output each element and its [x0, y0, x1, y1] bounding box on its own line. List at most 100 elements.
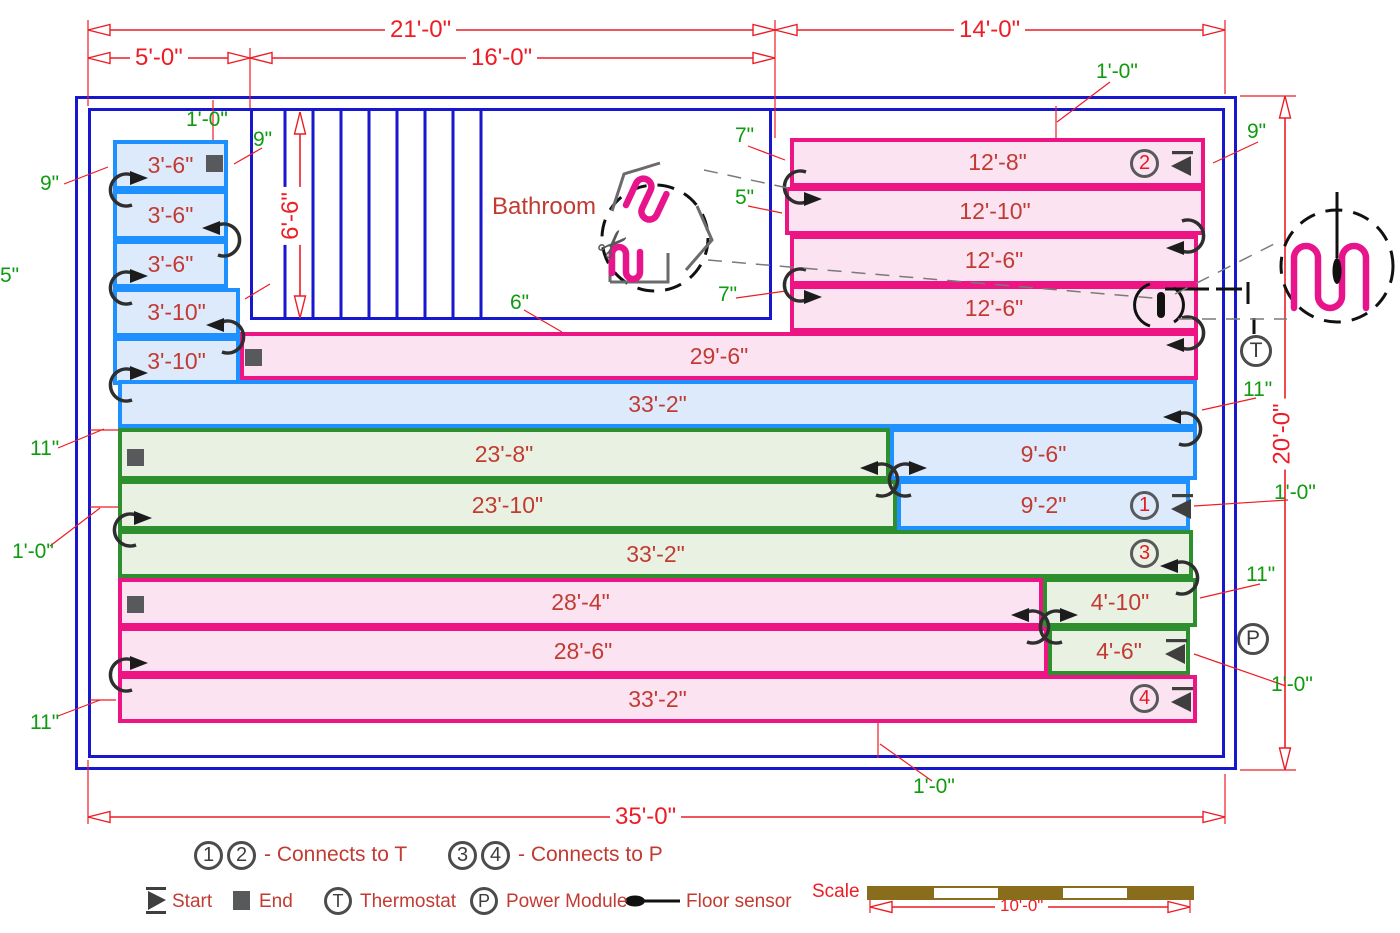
legend-thermostat-label: Thermostat [360, 891, 457, 912]
mat-length: 23'-10" [471, 491, 544, 518]
dim-21ft: 21'-0" [385, 16, 457, 44]
heating-mat: 4'-6" [1048, 627, 1190, 675]
legend-badge-3: 3 [448, 841, 477, 870]
circuit-number: 2 [1138, 152, 1151, 174]
dim-35ft: 35'-0" [610, 803, 682, 831]
mat-length: 9'-6" [1020, 440, 1067, 467]
legend-floor-sensor-label: Floor sensor [686, 891, 792, 912]
heating-mat: 12'-10" [785, 187, 1205, 235]
offset-label: 9" [40, 172, 60, 195]
heating-mat: 12'-6" [790, 285, 1198, 332]
circuit-number: 3 [1138, 542, 1151, 564]
offset-label: 9" [253, 128, 273, 151]
offset-label: 11" [1246, 563, 1276, 586]
mat-length: 9'-2" [1020, 491, 1067, 518]
legend-floor-sensor-icon [625, 895, 680, 907]
dim-20ft: 20'-0" [1268, 398, 1297, 470]
bathroom-label: Bathroom [492, 193, 597, 220]
legend-p-letter: P [477, 890, 490, 911]
offset-label: 1'-0" [913, 775, 955, 798]
heating-mat: 3'-6" [113, 140, 228, 190]
legend-badge-4: 4 [481, 841, 510, 870]
circuit-number: 4 [1138, 687, 1151, 709]
circuit-badge: 4 [1130, 684, 1159, 713]
scale-segment [1062, 888, 1128, 898]
offset-label: 1'-0" [1274, 481, 1316, 504]
dim-scale-10ft: 10'-0" [995, 896, 1049, 916]
heating-mat: 23'-8" [118, 428, 890, 480]
mat-length: 28'-4" [551, 589, 610, 615]
legend-start-label: Start [172, 891, 213, 912]
heating-mat: 3'-10" [113, 288, 240, 337]
offset-label: 1'-0" [12, 540, 54, 563]
mat-length: 12'-10" [959, 197, 1031, 224]
heating-mat: 9'-6" [890, 428, 1197, 480]
circuit-badge: 1 [1130, 491, 1159, 520]
offset-label: 11" [30, 711, 60, 734]
scale-segment [1127, 888, 1192, 898]
offset-label: 11" [1243, 378, 1273, 401]
circuit-badge: 2 [1130, 149, 1159, 178]
offset-label: 6" [510, 291, 530, 314]
offset-label: 7" [735, 124, 755, 147]
mat-length: 12'-6" [964, 246, 1024, 273]
mat-length: 29'-6" [689, 342, 749, 369]
sensor-detail-icon [1279, 192, 1395, 324]
heating-mat: 3'-6" [113, 190, 228, 240]
heating-mat: 28'-6" [118, 627, 1048, 675]
mat-length: 33'-2" [626, 540, 685, 567]
legend-connects-t: - Connects to T [264, 843, 408, 866]
legend-t-letter: T [332, 890, 344, 911]
scale-label: Scale [812, 881, 860, 902]
mat-length: 4'-6" [1096, 637, 1142, 664]
legend-badge-1: 1 [194, 841, 223, 870]
heating-mat: 28'-4" [118, 578, 1043, 627]
power-letter: P [1245, 627, 1260, 650]
power-module-symbol: P [1237, 623, 1269, 655]
circuit-badge: 3 [1130, 539, 1159, 568]
mat-length: 3'-10" [147, 299, 206, 325]
scale-segment [933, 888, 999, 898]
scale-segment [869, 888, 934, 898]
offset-label: 1'-0" [186, 108, 228, 131]
mat-length: 33'-2" [628, 390, 687, 417]
heating-mat: 4'-10" [1043, 578, 1197, 627]
thermostat-letter: T [1249, 339, 1263, 362]
legend-thermostat-icon: T [324, 887, 352, 915]
mat-length: 12'-8" [968, 149, 1027, 175]
bathroom-wall [250, 108, 772, 320]
mat-length: 3'-6" [147, 151, 194, 178]
dim-6ft6: 6'-6" [276, 187, 305, 245]
offset-label: 1'-0" [1271, 673, 1313, 696]
legend-number: 3 [456, 844, 469, 866]
mat-length: 3'-10" [147, 347, 206, 374]
heating-mat: 33'-2" [118, 380, 1197, 428]
legend-number: 2 [235, 844, 248, 866]
heating-mat: 33'-2" [118, 530, 1193, 578]
legend-connects-p: - Connects to P [518, 843, 663, 866]
heating-mat: 12'-6" [790, 235, 1198, 285]
thermostat-symbol: T [1240, 335, 1272, 367]
dim-14ft: 14'-0" [954, 16, 1026, 44]
dim-16ft: 16'-0" [466, 44, 538, 72]
legend-power-icon: P [470, 887, 498, 915]
mat-length: 28'-6" [553, 637, 613, 664]
legend-number: 1 [202, 844, 215, 866]
offset-label: 11" [30, 437, 60, 460]
offset-label: 5" [735, 186, 755, 209]
offset-label: 1'-0" [1096, 60, 1138, 83]
scale-segment [998, 888, 1063, 898]
mat-length: 12'-6" [964, 295, 1024, 321]
circuit-number: 1 [1138, 494, 1151, 516]
legend-badge-2: 2 [227, 841, 256, 870]
mat-length: 4'-10" [1090, 589, 1150, 615]
legend-start-icon [146, 887, 166, 914]
legend-end-label: End [259, 891, 293, 912]
heating-mat: 3'-10" [113, 337, 240, 385]
offset-label: 9" [1247, 120, 1267, 143]
heating-mat: 33'-2" [118, 675, 1197, 723]
offset-label: 7" [718, 283, 738, 306]
scale-bar [867, 886, 1194, 900]
mat-length: 23'-8" [474, 440, 534, 467]
